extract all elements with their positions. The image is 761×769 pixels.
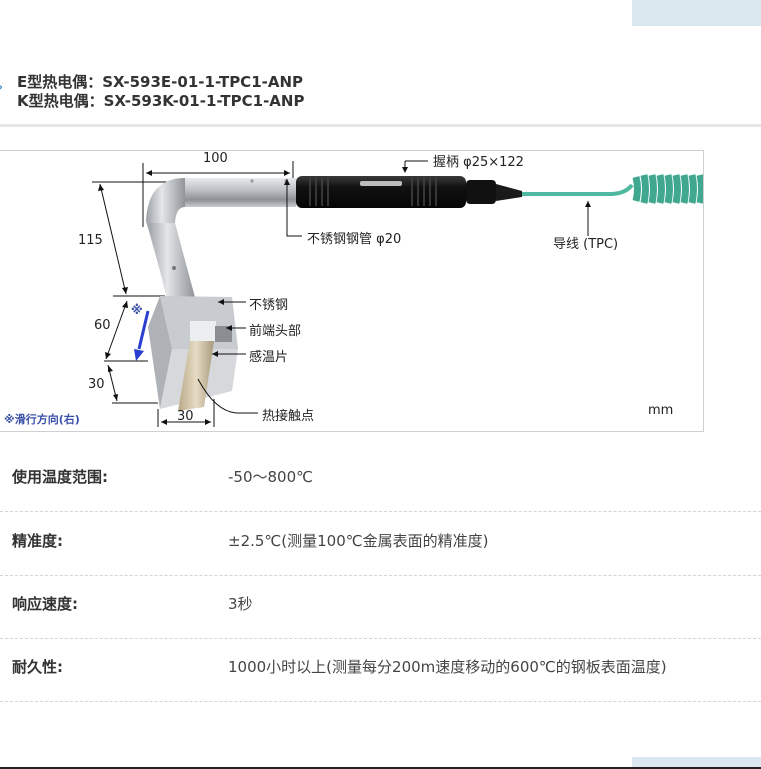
dim-top-length: 100 bbox=[203, 151, 228, 166]
label-front-head: 前端头部 bbox=[249, 324, 302, 339]
product-diagram: 100 115 60 30 30 握柄 φ25×122 不锈钢钢管 φ20 导线… bbox=[0, 150, 704, 432]
model-e-type: E型热电偶：SX-593E-01-1-TPC1-ANP bbox=[17, 73, 304, 91]
label-hot-junction: 热接触点 bbox=[262, 409, 315, 424]
slide-mark: ※ bbox=[131, 303, 143, 317]
label-lead-wire: 导线 (TPC) bbox=[553, 237, 619, 252]
bottom-bar bbox=[0, 767, 761, 769]
bottom-tab-decoration bbox=[632, 757, 761, 767]
spec-row-durability: 耐久性: 1000小时以上(测量每分200m速度移动的600℃的钢板表面温度) bbox=[0, 638, 761, 702]
spec-value: ±2.5℃(测量100℃金属表面的精准度) bbox=[228, 532, 489, 550]
spec-row-accuracy: 精准度: ±2.5℃(测量100℃金属表面的精准度) bbox=[0, 512, 761, 576]
spec-label: 耐久性: bbox=[12, 658, 63, 676]
label-handle: 握柄 φ25×122 bbox=[433, 155, 524, 170]
spec-value: -50～800℃ bbox=[228, 468, 313, 486]
slide-direction-note: ※滑行方向(右) bbox=[4, 413, 80, 426]
dim-tip-width: 30 bbox=[177, 409, 194, 424]
model-k-type: K型热电偶：SX-593K-01-1-TPC1-ANP bbox=[17, 92, 305, 110]
spec-label: 精准度: bbox=[12, 532, 63, 550]
label-sensor-plate: 感温片 bbox=[249, 350, 289, 365]
label-steel-pipe: 不锈钢钢管 φ20 bbox=[307, 232, 402, 247]
spec-label: 使用温度范围: bbox=[12, 468, 108, 486]
dim-vertical-length: 115 bbox=[78, 233, 103, 248]
header-divider bbox=[0, 124, 761, 127]
label-stainless: 不锈钢 bbox=[249, 298, 289, 313]
dim-head-height: 60 bbox=[94, 318, 111, 333]
spec-row-response-speed: 响应速度: 3秒 bbox=[0, 575, 761, 639]
probe-illustration bbox=[92, 160, 703, 427]
spec-value: 3秒 bbox=[228, 595, 253, 613]
unit-label: mm bbox=[648, 403, 674, 418]
top-tab-decoration bbox=[632, 0, 761, 26]
chevron-right-icon: › bbox=[0, 80, 3, 94]
spec-value: 1000小时以上(测量每分200m速度移动的600℃的钢板表面温度) bbox=[228, 658, 667, 676]
spec-row-temperature-range: 使用温度范围: -50～800℃ bbox=[0, 448, 761, 512]
spec-label: 响应速度: bbox=[12, 595, 78, 613]
dim-tip-height: 30 bbox=[88, 377, 105, 392]
